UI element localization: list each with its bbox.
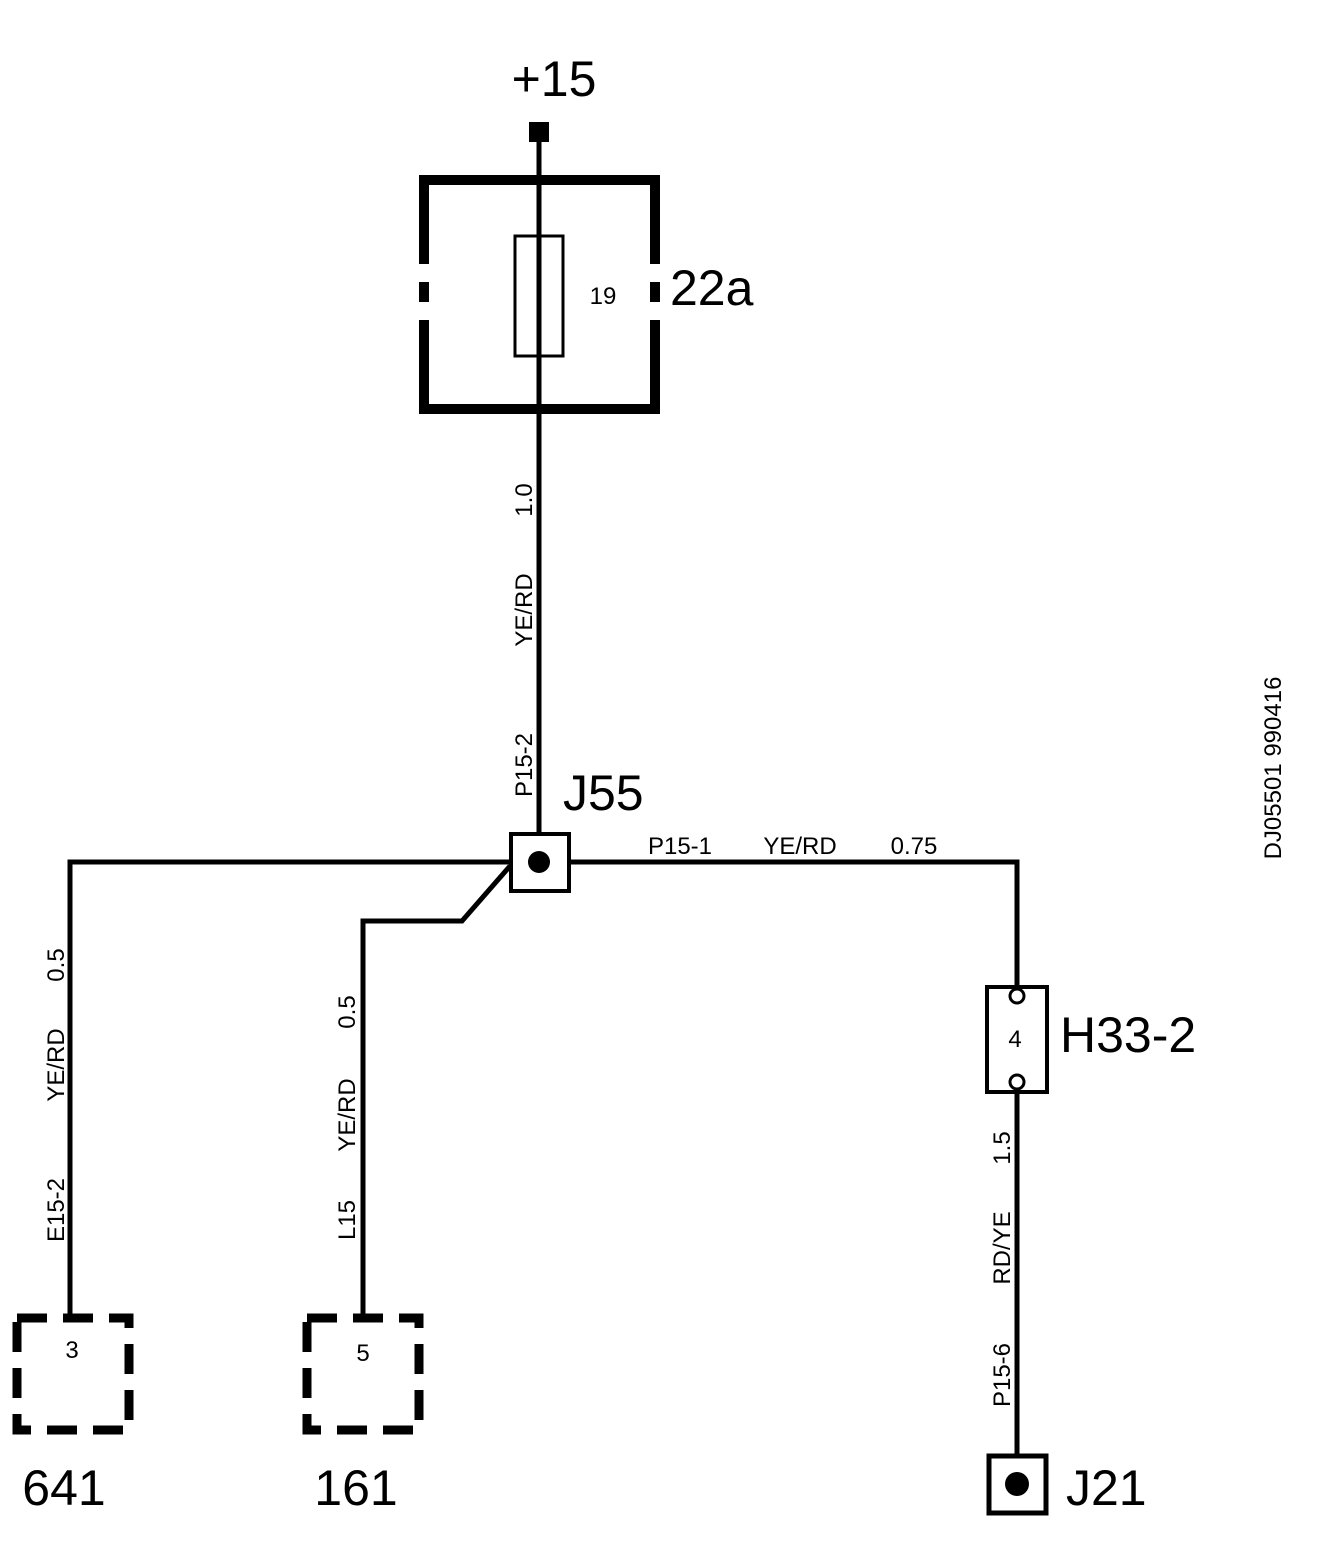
connector-h33-pin: 4 xyxy=(1008,1026,1021,1053)
drawing-reference: DJ05501 990416 xyxy=(1260,677,1287,860)
wire-left xyxy=(67,859,511,1316)
wire-left-size: 0.5 xyxy=(43,948,70,981)
wire-middle-id: L15 xyxy=(334,1200,361,1240)
wire-lower-size: 1.5 xyxy=(989,1131,1016,1164)
ground-j21-dot xyxy=(1005,1472,1029,1496)
wire-middle-color: YE/RD xyxy=(334,1078,361,1151)
ground-j21-label: J21 xyxy=(1066,1460,1147,1516)
wire-left-id: E15-2 xyxy=(43,1178,70,1242)
supply-label: +15 xyxy=(512,51,597,107)
connector-h33-pin-bottom xyxy=(1008,1073,1026,1091)
wire-supply-size: 1.0 xyxy=(511,483,538,516)
wire-left-color: YE/RD xyxy=(43,1028,70,1101)
fuse-box-label: 22a xyxy=(670,260,754,316)
wire-right-color: YE/RD xyxy=(763,833,836,860)
fuse-number: 19 xyxy=(590,283,617,310)
splice-j55-label: J55 xyxy=(563,765,644,821)
wire-supply-id: P15-2 xyxy=(511,733,538,797)
wire-middle-size: 0.5 xyxy=(334,995,361,1028)
wire-lower-id: P15-6 xyxy=(989,1343,1016,1407)
supply-terminal xyxy=(529,122,549,142)
wire-middle xyxy=(360,864,512,1316)
connector-h33-pin-top xyxy=(1008,987,1026,1005)
wire-right-id: P15-1 xyxy=(648,833,712,860)
connector-161 xyxy=(302,1313,424,1435)
splice-j55-dot xyxy=(528,851,550,873)
connector-641-label: 641 xyxy=(22,1460,105,1516)
fuse-box xyxy=(419,175,660,414)
connector-161-label: 161 xyxy=(314,1460,397,1516)
connector-161-pin: 5 xyxy=(356,1340,369,1367)
connector-641 xyxy=(12,1313,134,1435)
wire-supply-color: YE/RD xyxy=(511,573,538,646)
wire-lower-color: RD/YE xyxy=(989,1211,1016,1284)
connector-h33-label: H33-2 xyxy=(1060,1007,1196,1063)
wire-right-size: 0.75 xyxy=(891,833,938,860)
wire-right xyxy=(569,859,1020,990)
connector-641-pin: 3 xyxy=(65,1337,78,1364)
